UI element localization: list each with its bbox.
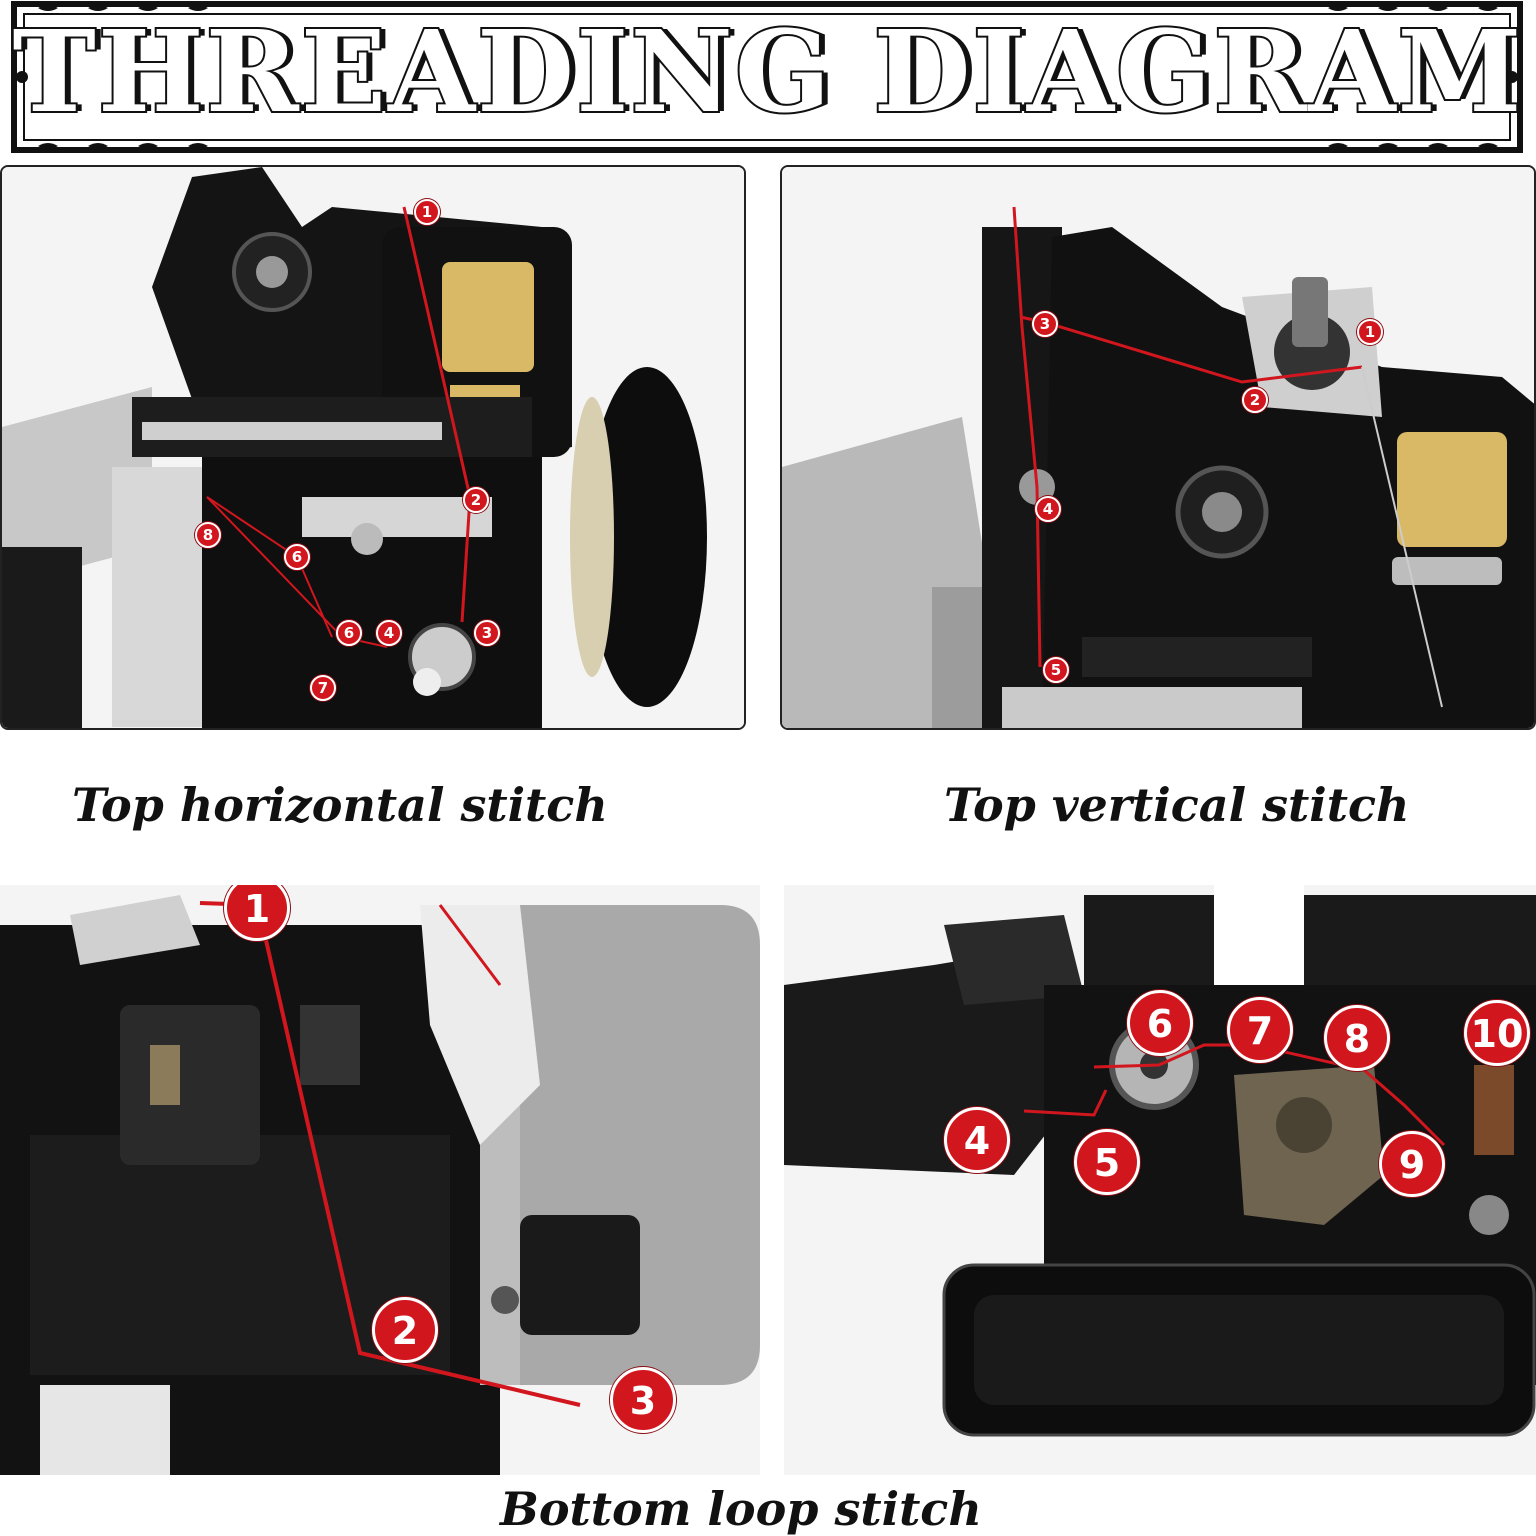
machine-illustration-bottom-right: [784, 885, 1536, 1475]
caption-bottom-loop: Bottom loop stitch: [500, 1482, 982, 1536]
marker-5: 5: [1074, 1129, 1140, 1195]
marker-4: 4: [376, 620, 402, 646]
marker-4: 4: [1035, 496, 1061, 522]
marker-2: 2: [463, 487, 489, 513]
caption-top-vertical: Top vertical stitch: [944, 778, 1410, 832]
machine-illustration-top-horizontal: [2, 167, 744, 728]
marker-9: 9: [1379, 1131, 1445, 1197]
machine-illustration-top-vertical: [782, 167, 1534, 728]
marker-6a: 6: [284, 544, 310, 570]
panel-top-horizontal: 1 2 3 4 6 6 7 8: [0, 165, 746, 730]
panel-top-vertical: 1 2 3 4 5: [780, 165, 1536, 730]
panel-bottom-loop-right: 4 5 6 7 8 9 10: [784, 885, 1536, 1475]
marker-6b: 6: [336, 620, 362, 646]
marker-10: 10: [1464, 1000, 1530, 1066]
marker-3: 3: [474, 620, 500, 646]
panel-bottom-loop-left: 1 2 3: [0, 885, 760, 1475]
marker-3: 3: [610, 1367, 676, 1433]
page-title: THREADING DIAGRAM: [10, 6, 1524, 140]
marker-1: 1: [1357, 319, 1383, 345]
marker-3: 3: [1032, 311, 1058, 337]
marker-7: 7: [310, 675, 336, 701]
marker-1: 1: [224, 885, 290, 941]
marker-2: 2: [1242, 387, 1268, 413]
marker-1: 1: [414, 199, 440, 225]
caption-top-horizontal: Top horizontal stitch: [72, 778, 608, 832]
marker-7: 7: [1227, 997, 1293, 1063]
marker-4: 4: [944, 1107, 1010, 1173]
marker-8: 8: [195, 522, 221, 548]
marker-2: 2: [372, 1297, 438, 1363]
marker-5: 5: [1043, 657, 1069, 683]
marker-8: 8: [1324, 1005, 1390, 1071]
title-banner-frame: [11, 1, 1523, 153]
marker-6: 6: [1127, 990, 1193, 1056]
